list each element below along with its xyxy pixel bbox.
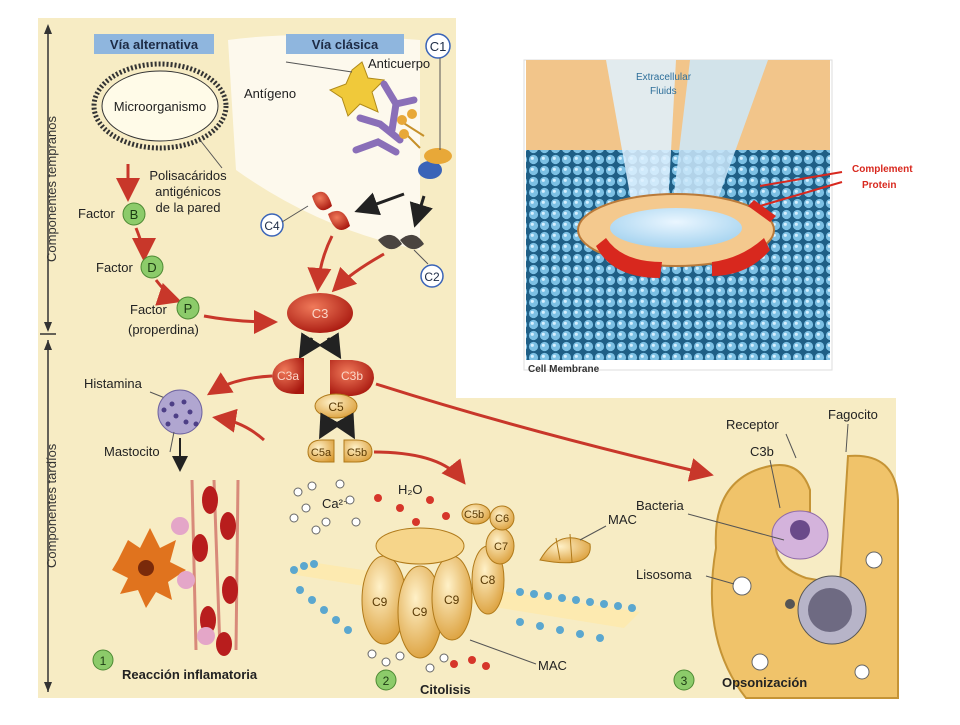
factor-d-letter: D (147, 260, 156, 275)
side-axis: Componentes tempranos Componentes tardío… (40, 24, 59, 692)
factor-p-text: Factor (130, 302, 168, 317)
c5a-protein (307, 439, 335, 463)
phagocyte-cell (710, 454, 899, 699)
c4-label: C4 (264, 219, 280, 233)
late-components-label: Componentes tardíos (44, 443, 59, 568)
factor-b-letter: B (130, 207, 139, 222)
classic-pathway-label: Vía clásica (312, 37, 379, 52)
inset-protein-line2: Protein (862, 180, 896, 191)
histamine-label: Histamina (84, 376, 143, 391)
lysis-ions (367, 649, 449, 673)
properdin-label: (properdina) (128, 322, 199, 337)
c1-label: C1 (430, 39, 447, 54)
c9-label-right: C9 (444, 593, 460, 607)
c8-label: C8 (480, 573, 496, 587)
polysaccharides-line2: antigénicos (155, 184, 221, 199)
inflammation-scene (112, 479, 240, 656)
c5-label: C5 (328, 400, 344, 414)
c1-complex-icon (397, 109, 452, 179)
outcome-3-label: Opsonización (722, 675, 807, 690)
alternative-pathway-label: Vía alternativa (110, 37, 199, 52)
alternative-pathway-tag (94, 34, 214, 54)
c9-label-center: C9 (412, 605, 428, 619)
inset-fluids-line2: Fluids (650, 86, 677, 97)
c2-label: C2 (424, 270, 440, 284)
bacteria-label: Bacteria (636, 498, 684, 513)
c5a-label: C5a (311, 447, 332, 459)
factor-d-icon (140, 255, 164, 279)
early-components-label: Componentes tempranos (44, 116, 59, 262)
outcome-2-badge (375, 669, 397, 691)
inset-protein-line1: Complement (852, 164, 913, 175)
factor-p-letter: P (184, 301, 193, 316)
water-label: H₂O (398, 482, 423, 497)
mac-small-icon (539, 533, 591, 564)
c3b-receptor-label: C3b (750, 444, 774, 459)
c2-fragment-a (378, 234, 402, 250)
calcium-ions (289, 479, 361, 535)
factor-b-text: Factor (78, 206, 116, 221)
mac-pore (361, 503, 515, 659)
phagocyte-label: Fagocito (828, 407, 878, 422)
c5b-membrane-label: C5b (464, 509, 484, 521)
factor-p-icon (176, 296, 200, 320)
c4-fragment-a (312, 191, 332, 211)
factor-d-text: Factor (96, 260, 134, 275)
c3a-protein (272, 358, 304, 394)
antigen-icon (328, 61, 386, 117)
c2-fragment-b (400, 234, 424, 250)
outcome-2-number: 2 (383, 674, 390, 688)
c3-protein (287, 293, 353, 333)
mac-top-label: MAC (608, 512, 637, 527)
water-molecules (374, 494, 450, 526)
c3b-protein-label: C3b (341, 369, 363, 383)
c1-badge (425, 33, 451, 59)
c3-label: C3 (312, 306, 329, 321)
receptor-label: Receptor (726, 417, 779, 432)
inset-fluids-line1: Extracellular (636, 72, 692, 83)
outcome-3-badge (673, 669, 695, 691)
antibody-icon (352, 80, 418, 156)
c4-badge (260, 213, 284, 237)
antigen-label: Antígeno (244, 86, 296, 101)
c2-badge (420, 264, 444, 288)
inset-membrane-label: Cell Membrane (528, 364, 600, 375)
polysaccharides-line1: Polisacáridos (149, 168, 227, 183)
c6-label: C6 (495, 513, 509, 525)
c9-label-left: C9 (372, 595, 388, 609)
outcome-1-number: 1 (100, 654, 107, 668)
classic-pathway-tag (286, 34, 404, 54)
inset-complement-pore (523, 59, 843, 371)
c3a-label: C3a (277, 369, 299, 383)
c7-label: C7 (494, 541, 508, 553)
outcome-2-label: Citolisis (420, 682, 471, 697)
microorganism-label: Microorganismo (114, 99, 206, 114)
outcome-3-number: 3 (681, 674, 688, 688)
outcome-1-badge (92, 649, 114, 671)
calcium-label: Ca²⁺ (322, 496, 350, 511)
c4-fragment-b (328, 210, 350, 230)
lysosome-label: Lisosoma (636, 567, 692, 582)
microorganism-icon (91, 61, 229, 151)
mac-bottom-label: MAC (538, 658, 567, 673)
c5b-protein (343, 439, 373, 463)
mast-cell-label: Mastocito (104, 444, 160, 459)
polysaccharides-line3: de la pared (155, 200, 220, 215)
c5b-label: C5b (347, 447, 367, 459)
factor-b-icon (122, 202, 146, 226)
outcome-1-label: Reacción inflamatoria (122, 667, 258, 682)
c3b-protein (330, 360, 374, 396)
antibody-label: Anticuerpo (368, 56, 430, 71)
